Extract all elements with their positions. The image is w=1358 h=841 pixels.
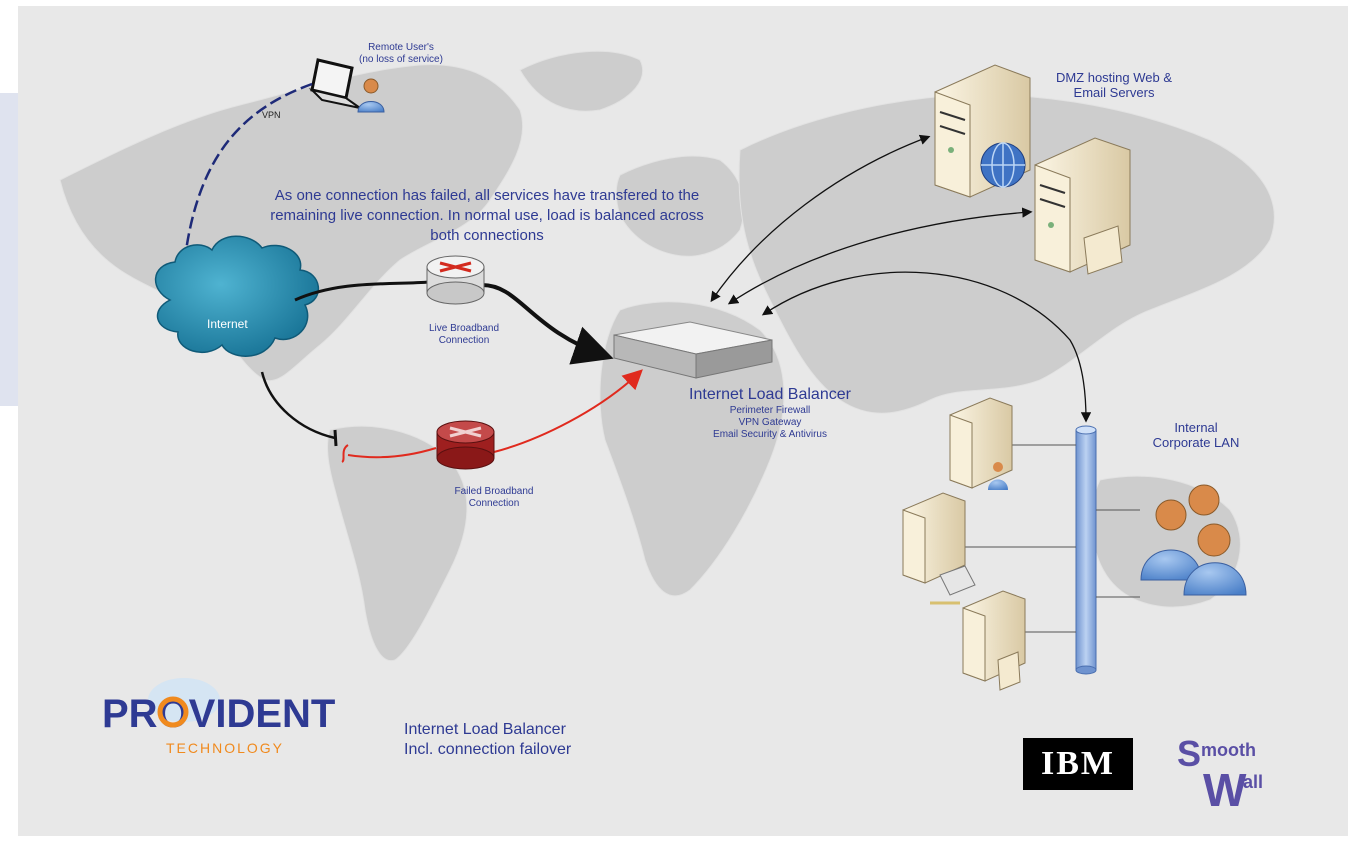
svg-text:W: W xyxy=(1203,764,1247,810)
feature-perimeter-firewall: Perimeter Firewall xyxy=(729,405,811,416)
lan-arrow xyxy=(761,271,1092,423)
live-router-icon xyxy=(426,255,485,305)
live-connection-label-line2: Connection xyxy=(438,335,490,346)
provident-technology-logo: PROVIDENT TECHNOLOGY xyxy=(102,678,335,756)
failed-link-break-mark xyxy=(333,429,338,447)
remote-user-person-icon xyxy=(357,78,385,113)
lan-label-line2: Corporate LAN xyxy=(1152,435,1240,450)
dmz-label-line1: DMZ hosting Web & xyxy=(1055,70,1173,85)
provident-logo-text: PROVIDENT xyxy=(102,692,335,736)
failed-connection-label: Failed Broadband Connection xyxy=(439,486,549,510)
live-link-to-router xyxy=(294,280,431,302)
lan-label: Internal Corporate LAN xyxy=(1126,420,1266,450)
remote-user-label-line1: Remote User's xyxy=(368,42,434,53)
lan-users-group-icon xyxy=(1140,484,1247,596)
failed-link-to-balancer xyxy=(493,369,643,453)
lan-backbone-pipe xyxy=(1075,425,1097,675)
svg-text:mooth: mooth xyxy=(1201,740,1256,760)
failover-status-note: As one connection has failed, all servic… xyxy=(270,187,704,244)
failed-connection-label-line1: Failed Broadband xyxy=(454,486,534,497)
load-balancer-features: Perimeter Firewall VPN Gateway Email Sec… xyxy=(660,405,880,441)
internet-cloud-icon xyxy=(154,235,320,357)
caption-line1: Internet Load Balancer xyxy=(404,721,566,738)
diagram-caption: Internet Load Balancer Incl. connection … xyxy=(404,720,571,760)
lan-connectors xyxy=(960,444,1140,633)
failed-link-upstream xyxy=(260,371,336,440)
remote-user-laptop-icon xyxy=(308,58,361,109)
dmz-label: DMZ hosting Web & Email Servers xyxy=(1034,70,1194,100)
greenland-shape xyxy=(519,50,644,112)
load-balancer-appliance-icon xyxy=(613,321,773,379)
failed-router-icon xyxy=(436,420,495,470)
svg-text:S: S xyxy=(1177,733,1201,774)
dmz-label-line2: Email Servers xyxy=(1073,85,1155,100)
lan-print-server-icon xyxy=(902,492,976,605)
internet-label: Internet xyxy=(207,317,248,331)
lan-file-server-icon xyxy=(962,590,1026,691)
load-balancer-title: Internet Load Balancer xyxy=(689,386,851,403)
failed-link-broken-end xyxy=(341,444,349,463)
remote-user-label-line2: (no loss of service) xyxy=(359,54,443,65)
smoothwall-logo: S mooth W all xyxy=(1177,733,1263,810)
feature-vpn-gateway: VPN Gateway xyxy=(738,417,802,428)
svg-text:all: all xyxy=(1243,772,1263,792)
remote-user-label: Remote User's (no loss of service) xyxy=(356,42,446,66)
feature-email-security: Email Security & Antivirus xyxy=(713,429,827,440)
lan-label-line1: Internal xyxy=(1174,420,1218,435)
dmz-web-server-icon xyxy=(934,64,1031,198)
dmz-arrow-2 xyxy=(727,207,1033,305)
dmz-email-server-icon xyxy=(1034,137,1131,275)
africa-shape xyxy=(599,301,785,597)
vpn-label: VPN xyxy=(262,110,281,120)
provident-logo-subtext: TECHNOLOGY xyxy=(166,740,284,756)
printer-icon xyxy=(939,565,976,596)
vpn-link xyxy=(180,82,313,291)
lan-user-server-icon xyxy=(949,397,1013,490)
envelope-icon xyxy=(1083,225,1123,275)
live-link-to-balancer xyxy=(481,283,614,365)
live-connection-label-line1: Live Broadband xyxy=(428,323,500,334)
failed-link-to-router xyxy=(347,447,437,459)
live-connection-label: Live Broadband Connection xyxy=(414,323,514,347)
ibm-logo: IBM xyxy=(1023,738,1133,790)
failed-connection-label-line2: Connection xyxy=(468,498,520,509)
caption-line2: Incl. connection failover xyxy=(404,741,572,758)
